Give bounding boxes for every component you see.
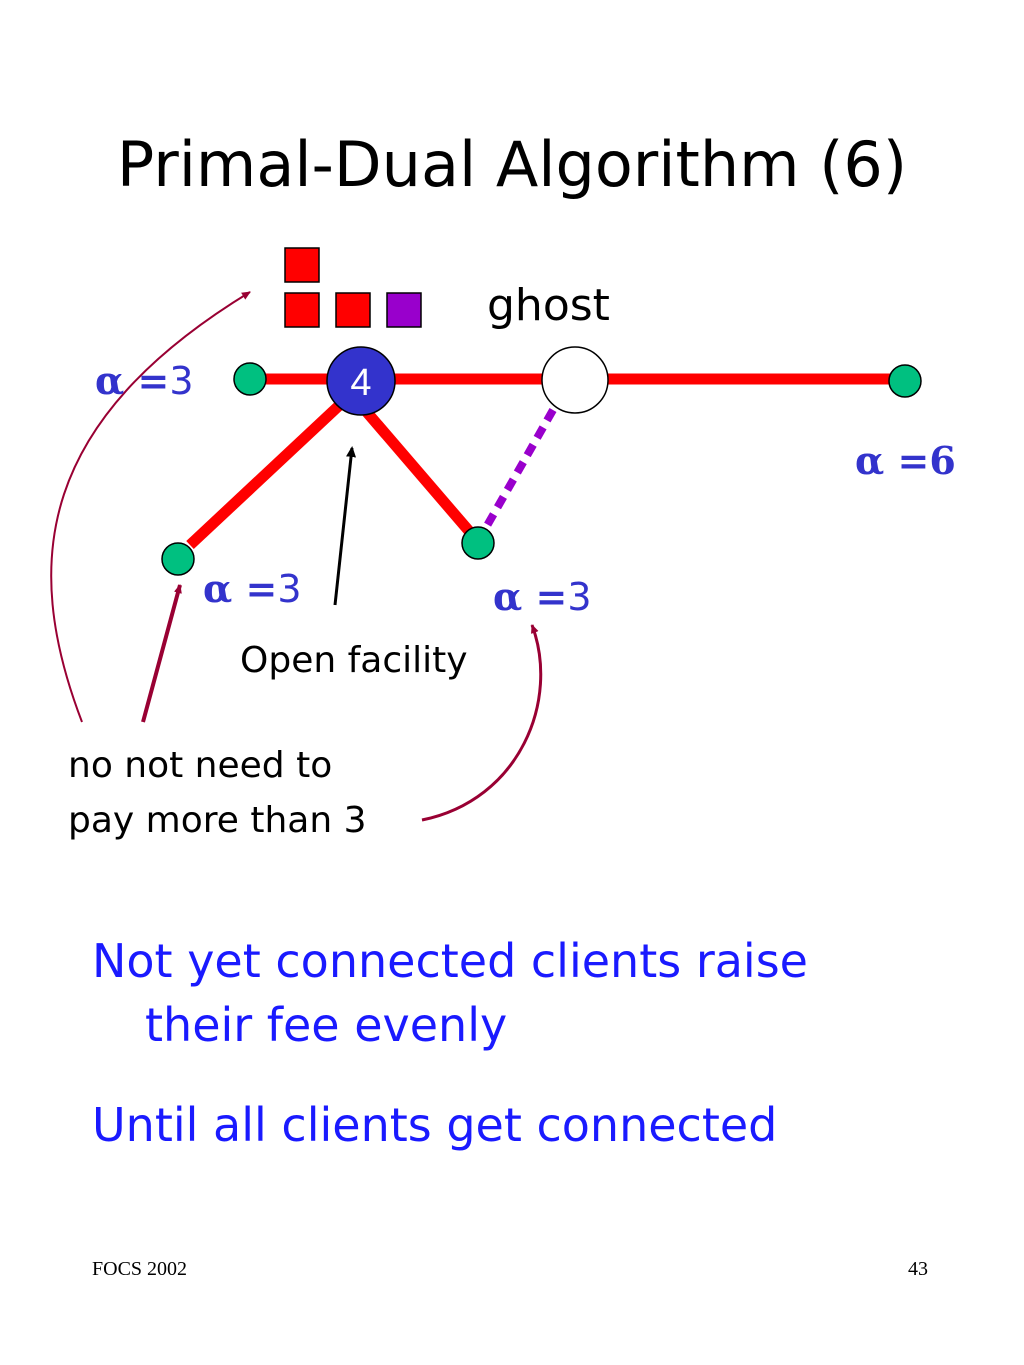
alpha-symbol: α xyxy=(203,566,233,611)
bullet-1-line-2: their fee evenly xyxy=(145,998,508,1052)
note-line-1: no not need to xyxy=(68,745,333,786)
footer-page-number: 43 xyxy=(908,1258,928,1280)
open-facility-label: Open facility xyxy=(240,640,468,681)
client-left xyxy=(233,362,267,396)
client-lower-mid xyxy=(461,526,495,560)
ghost-edge-dotted xyxy=(476,408,557,540)
ghost-facility xyxy=(541,346,609,414)
edge-facility-lower-mid-client xyxy=(360,406,480,542)
note-arrow-to-mid-alpha xyxy=(421,624,543,822)
payment-square-purple xyxy=(386,292,422,328)
alpha-symbol: α xyxy=(855,438,885,483)
alpha-symbol: α xyxy=(493,574,523,619)
client-right xyxy=(888,364,922,398)
open-facility-node xyxy=(326,346,396,416)
note-arrow-to-squares xyxy=(50,291,251,723)
bullet-1-line-1: Not yet connected clients raise xyxy=(92,934,808,988)
bullet-2: Until all clients get connected xyxy=(92,1098,778,1152)
payment-square xyxy=(335,292,371,328)
footer-left: FOCS 2002 xyxy=(92,1258,188,1280)
alpha-label-right: α =6 xyxy=(855,438,956,483)
payment-square xyxy=(284,247,320,283)
alpha-label-lower-left: α =3 xyxy=(203,566,302,611)
client-lower-left xyxy=(161,542,195,576)
facility-cost-label: 4 xyxy=(350,362,371,404)
alpha-label-left: α =3 xyxy=(95,358,194,403)
open-facility-arrow xyxy=(333,446,357,606)
note-arrow-to-client xyxy=(141,584,182,723)
ghost-label: ghost xyxy=(487,280,610,331)
edge-facility-lower-left-client xyxy=(186,395,349,550)
slide-title: Primal-Dual Algorithm (6) xyxy=(116,128,908,201)
alpha-label-lower-mid: α =3 xyxy=(493,574,592,619)
payment-square xyxy=(284,292,320,328)
note-line-2: pay more than 3 xyxy=(68,800,367,841)
alpha-symbol: α xyxy=(95,358,125,403)
